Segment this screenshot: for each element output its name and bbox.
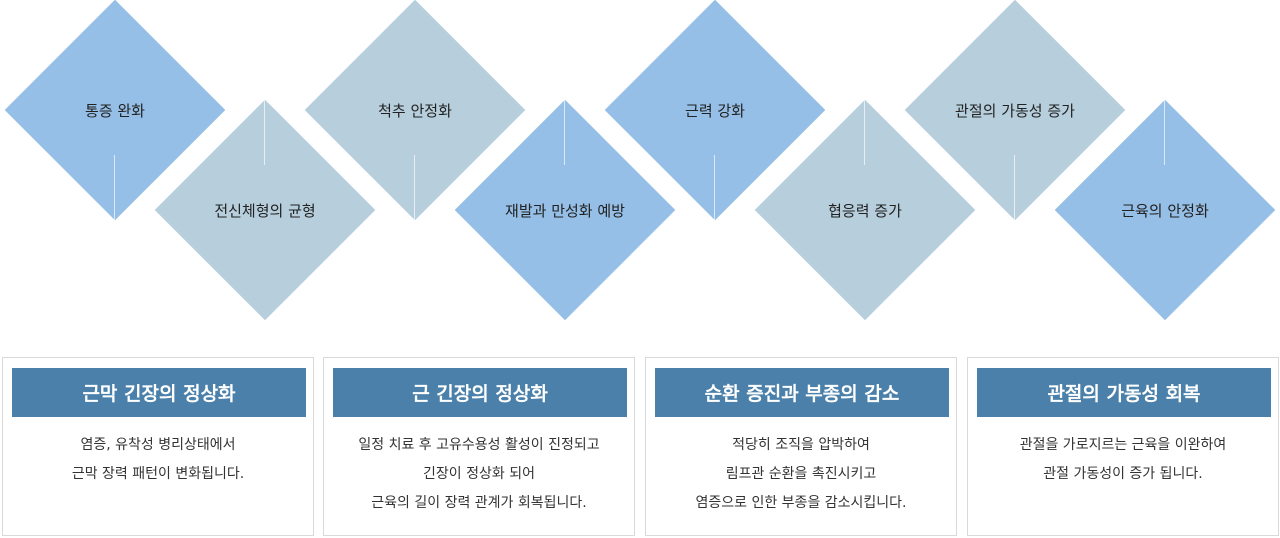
card-joint-mobility: 관절의 가동성 회복 관절을 가로지르는 근육을 이완하여 관절 가동성이 증가… [967, 357, 1279, 536]
card-description: 관절을 가로지르는 근육을 이완하여 관절 가동성이 증가 됩니다. [968, 431, 1278, 489]
card-description: 일정 치료 후 고유수용성 활성이 진정되고 긴장이 정상화 되어 근육의 길이… [324, 431, 634, 518]
diamond-label: 근육의 안정화 [1121, 201, 1209, 220]
diamond-label: 관절의 가동성 증가 [955, 101, 1075, 120]
card-description: 염증, 유착성 병리상태에서 근막 장력 패턴이 변화됩니다. [3, 431, 313, 489]
card-circulation: 순환 증진과 부종의 감소 적당히 조직을 압박하여 림프관 순환을 촉진시키고… [645, 357, 957, 536]
connector-line [264, 100, 265, 165]
connector-line [714, 155, 715, 220]
diamond-label: 근력 강화 [685, 101, 745, 120]
diamond-coordination: 협응력 증가 [754, 99, 976, 321]
diamond-label: 척추 안정화 [378, 101, 452, 120]
diamond-body-balance: 전신체형의 균형 [154, 99, 376, 321]
diamond-spine-stabilization: 척추 안정화 [304, 0, 526, 221]
connector-line [1014, 155, 1015, 220]
card-desc-line: 관절을 가로지르는 근육을 이완하여 [1019, 437, 1227, 453]
connector-line [414, 155, 415, 220]
benefit-diamonds: 통증 완화 전신체형의 균형 척추 안정화 재발과 만성화 예방 근력 강화 협… [4, 0, 1276, 321]
connector-line [1164, 100, 1165, 165]
diamond-label: 통증 완화 [85, 101, 145, 120]
diamond-label: 재발과 만성화 예방 [505, 201, 625, 220]
card-desc-line: 관절 가동성이 증가 됩니다. [1043, 466, 1203, 482]
diamond-label: 전신체형의 균형 [214, 201, 316, 220]
diamond-muscle-stabilization: 근육의 안정화 [1054, 99, 1276, 321]
card-fascia-tension: 근막 긴장의 정상화 염증, 유착성 병리상태에서 근막 장력 패턴이 변화됩니… [2, 357, 314, 536]
card-description: 적당히 조직을 압박하여 림프관 순환을 촉진시키고 염증으로 인한 부종을 감… [646, 431, 956, 518]
card-desc-line: 긴장이 정상화 되어 [423, 466, 535, 482]
card-title: 관절의 가동성 회복 [977, 368, 1271, 417]
card-desc-line: 염증으로 인한 부종을 감소시킵니다. [695, 495, 907, 511]
card-desc-line: 적당히 조직을 압박하여 [732, 437, 870, 453]
card-desc-line: 림프관 순환을 촉진시키고 [725, 466, 877, 482]
diamond-recurrence-prevention: 재발과 만성화 예방 [454, 99, 676, 321]
card-title: 근 긴장의 정상화 [333, 368, 627, 417]
diamond-label: 협응력 증가 [828, 201, 902, 220]
connector-line [864, 100, 865, 165]
card-desc-line: 일정 치료 후 고유수용성 활성이 진정되고 [358, 437, 600, 453]
diamond-muscle-strength: 근력 강화 [604, 0, 826, 221]
effect-cards: 근막 긴장의 정상화 염증, 유착성 병리상태에서 근막 장력 패턴이 변화됩니… [0, 357, 1280, 538]
card-title: 순환 증진과 부종의 감소 [655, 368, 949, 417]
card-desc-line: 근육의 길이 장력 관계가 회복됩니다. [371, 495, 587, 511]
card-title: 근막 긴장의 정상화 [12, 368, 306, 417]
card-desc-line: 근막 장력 패턴이 변화됩니다. [71, 466, 245, 482]
diamond-joint-mobility: 관절의 가동성 증가 [904, 0, 1126, 221]
card-muscle-tension: 근 긴장의 정상화 일정 치료 후 고유수용성 활성이 진정되고 긴장이 정상화… [323, 357, 635, 536]
connector-line [114, 155, 115, 220]
card-desc-line: 염증, 유착성 병리상태에서 [80, 437, 236, 453]
diamond-pain-relief: 통증 완화 [4, 0, 226, 221]
connector-line [564, 100, 565, 165]
